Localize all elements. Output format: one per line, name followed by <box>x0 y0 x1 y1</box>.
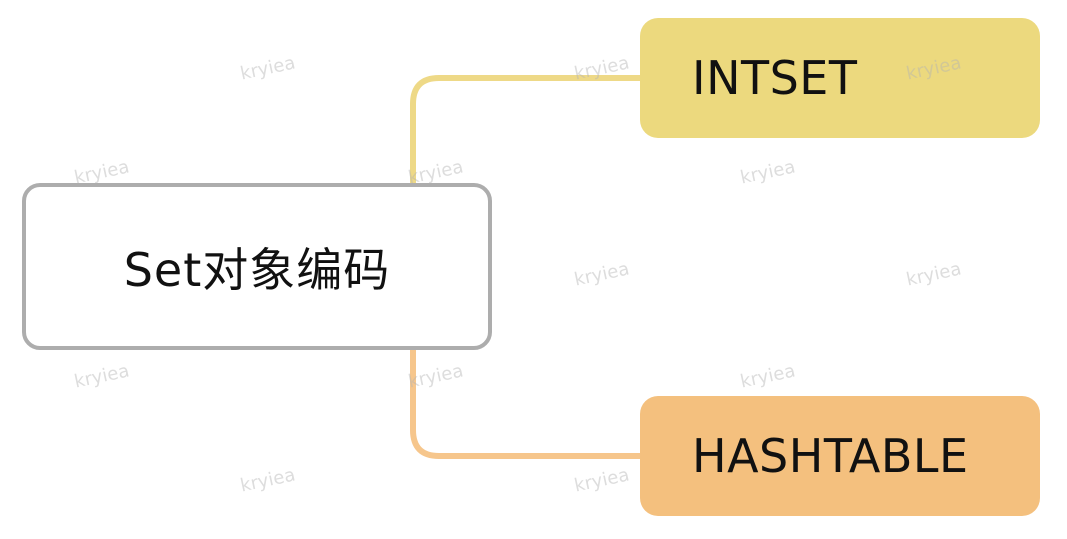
child-node-intset[interactable]: INTSET <box>640 18 1040 138</box>
child-node-label: INTSET <box>692 51 858 105</box>
root-node[interactable]: Set对象编码 <box>22 183 492 350</box>
child-node-hashtable[interactable]: HASHTABLE <box>640 396 1040 516</box>
connector-intset <box>410 75 645 186</box>
child-node-label: HASHTABLE <box>692 429 969 483</box>
connector-hashtable <box>410 347 645 459</box>
root-node-label: Set对象编码 <box>123 242 391 297</box>
